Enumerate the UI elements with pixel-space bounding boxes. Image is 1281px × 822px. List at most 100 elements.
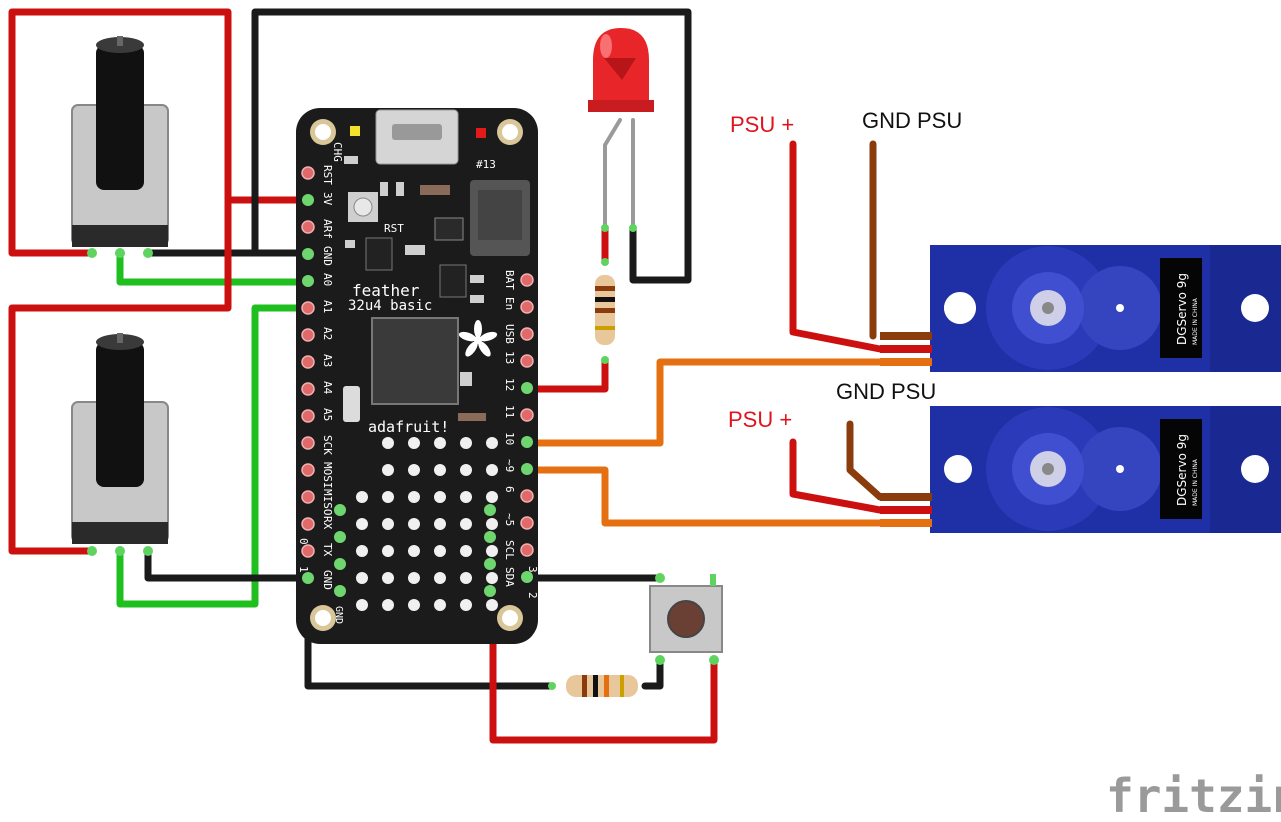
left-header-pads <box>301 166 315 584</box>
left-pad <box>301 301 315 315</box>
right-pin-label: En <box>503 297 516 310</box>
proto-hole <box>434 572 446 584</box>
rst-label: RST <box>384 222 404 235</box>
proto-hole <box>434 491 446 503</box>
right-header-pads <box>520 273 534 583</box>
psu-plus-label-1: PSU + <box>730 112 794 137</box>
proto-hole <box>486 545 498 557</box>
right-pad <box>520 300 534 314</box>
wires <box>8 8 884 744</box>
proto-hole <box>486 437 498 449</box>
right-pin-label: 11 <box>503 405 516 418</box>
proto-gnd-hole <box>334 585 346 597</box>
left-pad <box>301 490 315 504</box>
proto-hole <box>356 491 368 503</box>
proto-hole <box>434 599 446 611</box>
servo1-model: DGServo 9g <box>1175 273 1189 345</box>
left-pin-label: A2 <box>321 327 334 340</box>
pulldown-resistor <box>548 675 638 697</box>
red-led <box>588 28 654 112</box>
proto-hole <box>486 572 498 584</box>
proto-hole <box>408 545 420 557</box>
left-pin-label: A0 <box>321 273 334 286</box>
pin13-led <box>476 128 486 138</box>
wire-pot2-wiper <box>116 304 312 608</box>
right-pin-label: 12 <box>503 378 516 391</box>
left-pad <box>301 382 315 396</box>
proto-hole <box>382 599 394 611</box>
proto-hole <box>460 491 472 503</box>
mcu-chip <box>371 317 459 405</box>
proto-hole <box>434 464 446 476</box>
proto-hole <box>382 572 394 584</box>
proto-hole <box>408 572 420 584</box>
proto-hole <box>486 464 498 476</box>
board-model: 32u4 basic <box>348 298 432 314</box>
left-pad <box>302 275 314 287</box>
right-pad <box>521 463 533 475</box>
servo2-model: DGServo 9g <box>1175 434 1189 506</box>
board-brand: adafruit! <box>368 418 449 436</box>
proto-hole <box>408 437 420 449</box>
servo2-origin: MADE IN CHINA <box>1192 458 1199 506</box>
proto-gnd-hole <box>484 504 496 516</box>
wire-gnd-to-led <box>251 8 692 284</box>
wire-pin9-servo2 <box>523 466 884 527</box>
left-pad <box>302 248 314 260</box>
proto-gnd-hole <box>484 585 496 597</box>
gnd-psu-label-2: GND PSU <box>836 379 936 404</box>
left-pad <box>302 572 314 584</box>
wire-button-vcc <box>489 586 718 744</box>
chg-label: CHG <box>331 142 344 162</box>
wire-pot1-wiper <box>116 249 312 286</box>
proto-gnd-hole <box>484 558 496 570</box>
led-leg-anode <box>603 118 622 230</box>
right-pin-label: ~9 <box>503 459 516 472</box>
right-pad <box>521 382 533 394</box>
left-pad <box>301 436 315 450</box>
proto-hole <box>356 545 368 557</box>
proto-gnd-label: GND <box>333 606 344 624</box>
wire-servo2-gnd <box>846 420 884 501</box>
pin-label-2: 2 <box>526 592 539 599</box>
proto-hole <box>460 437 472 449</box>
proto-hole <box>460 464 472 476</box>
proto-gnd-hole <box>334 558 346 570</box>
wire-pin10-servo1 <box>523 358 884 447</box>
proto-gnd-hole <box>334 531 346 543</box>
proto-hole <box>408 599 420 611</box>
wire-servo2-psu-plus <box>789 438 884 514</box>
left-pin-label: ARf <box>321 219 334 239</box>
proto-hole <box>460 518 472 530</box>
led-label: #13 <box>476 158 496 171</box>
left-pin-label: RST <box>321 165 334 185</box>
left-pad <box>301 355 315 369</box>
adafruit-logo <box>458 320 498 357</box>
left-pin-labels: RST3VARfGNDA0A1A2A3A4A5SCKMOSIMISORXTXGN… <box>321 165 334 590</box>
board-name: feather <box>352 281 420 300</box>
right-pin-label: USB <box>503 324 516 344</box>
proto-hole <box>356 572 368 584</box>
pin-label-1: 1 <box>297 566 310 573</box>
left-pin-label: GND <box>321 570 334 590</box>
proto-hole <box>486 491 498 503</box>
right-pin-label: BAT <box>503 270 516 290</box>
feather-board: feather 32u4 basic adafruit! #13 CHG RST… <box>296 108 539 644</box>
proto-gnd-hole <box>484 531 496 543</box>
wire-pot2-gnd <box>144 547 312 582</box>
left-pin-label: A4 <box>321 381 334 395</box>
servo-motor-1: DGServo 9g MADE IN CHINA <box>880 245 1281 372</box>
proto-hole <box>486 518 498 530</box>
right-pad <box>520 543 534 557</box>
left-pin-label: TX <box>321 543 334 557</box>
proto-hole <box>434 545 446 557</box>
wire-servo1-psu-plus <box>789 140 884 353</box>
left-pad <box>302 194 314 206</box>
left-pin-label: MOSI <box>321 462 334 489</box>
right-pin-label: 6 <box>503 486 516 493</box>
right-pad <box>520 489 534 503</box>
left-pin-label: GND <box>321 246 334 266</box>
proto-hole <box>408 518 420 530</box>
left-pad <box>301 517 315 531</box>
